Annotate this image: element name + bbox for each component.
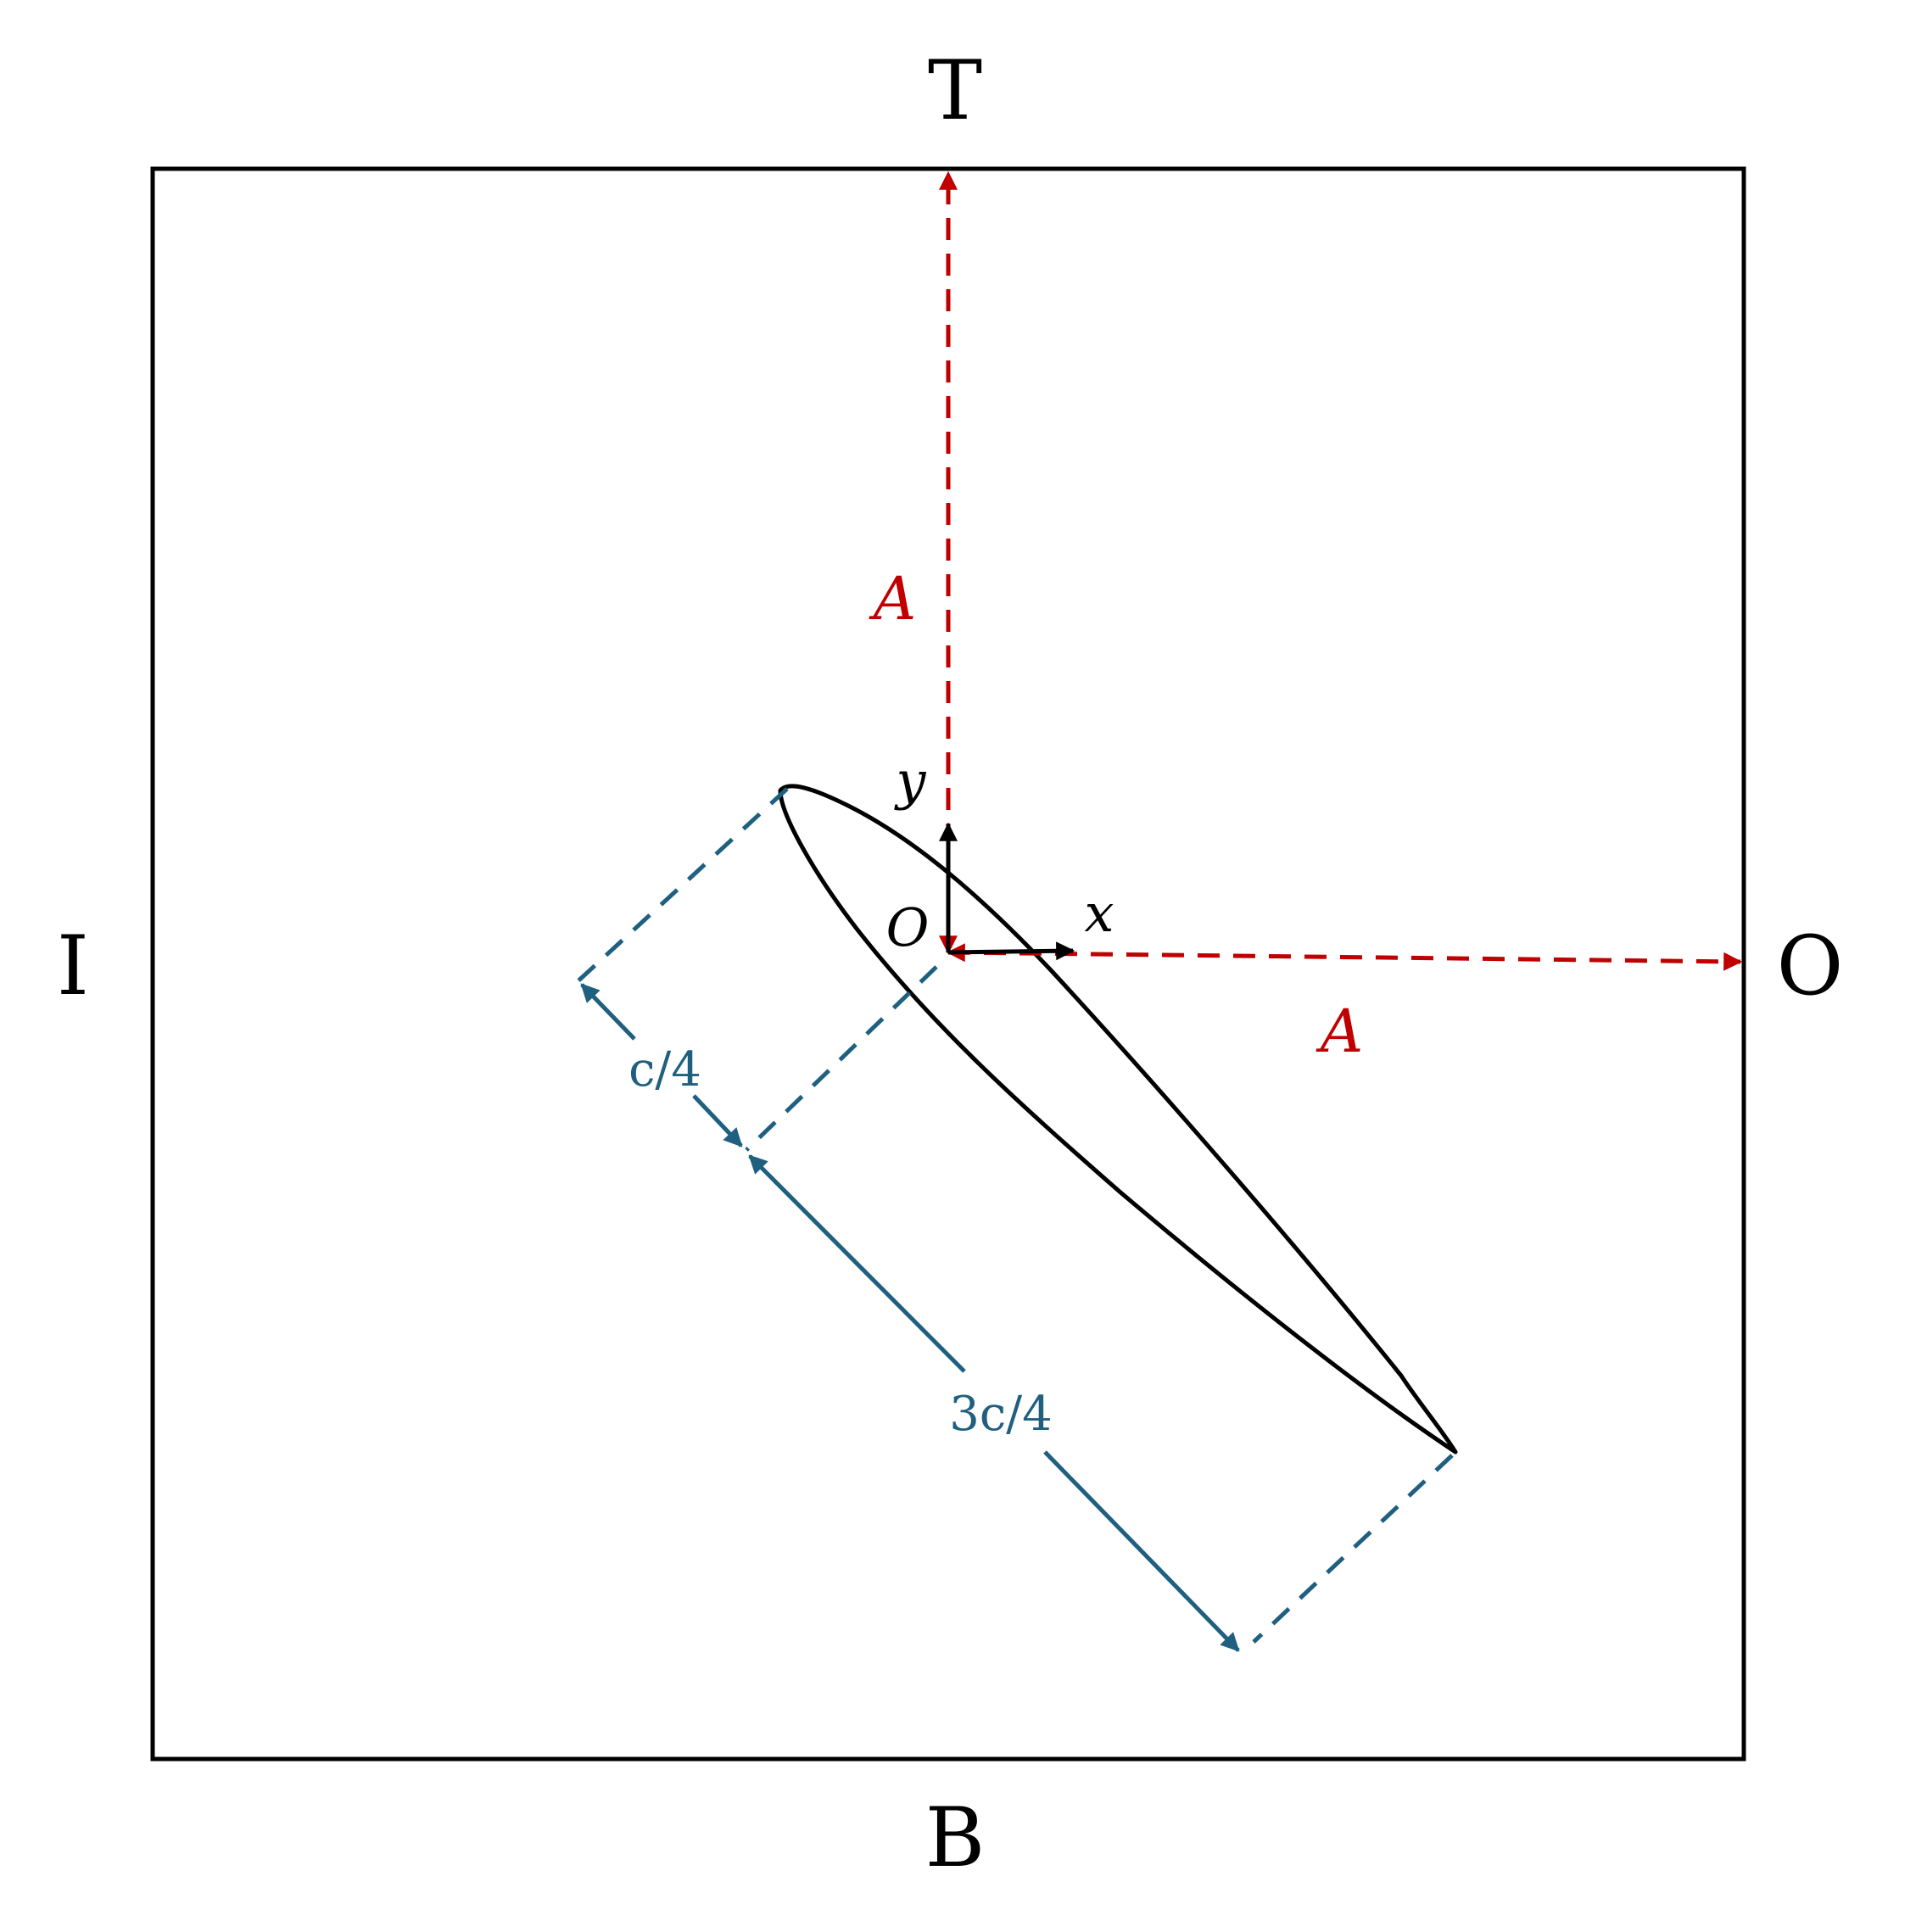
trailing-edge-extension (1252, 1454, 1454, 1644)
quarter-chord-arrow-lower (692, 1094, 743, 1147)
vertical-distance-label: A (869, 564, 917, 634)
top-boundary-label: T (928, 43, 982, 138)
three-quarter-chord-arrow-lower (1043, 1450, 1240, 1652)
bottom-boundary-label: B (925, 1790, 986, 1885)
horizontal-distance-label: A (1316, 997, 1364, 1066)
airfoil-outline (778, 784, 1458, 1455)
inlet-boundary-label: I (57, 919, 89, 1013)
quarter-chord-label: c/4 (628, 1042, 701, 1097)
quarter-chord-extension (745, 965, 938, 1152)
x-axis-arrow (947, 941, 1075, 961)
outlet-boundary-label: O (1777, 919, 1844, 1013)
domain-frame (150, 166, 1746, 1762)
leading-edge-extension (573, 787, 789, 986)
horizontal-distance-arrow (946, 943, 1743, 971)
origin-label: O (886, 896, 930, 958)
three-quarter-chord-label: 3c/4 (949, 1387, 1053, 1442)
three-quarter-chord-arrow-upper (748, 1154, 966, 1373)
quarter-chord-arrow-upper (580, 983, 636, 1041)
x-axis-label: x (1085, 882, 1114, 944)
y-axis-label: y (893, 750, 926, 812)
